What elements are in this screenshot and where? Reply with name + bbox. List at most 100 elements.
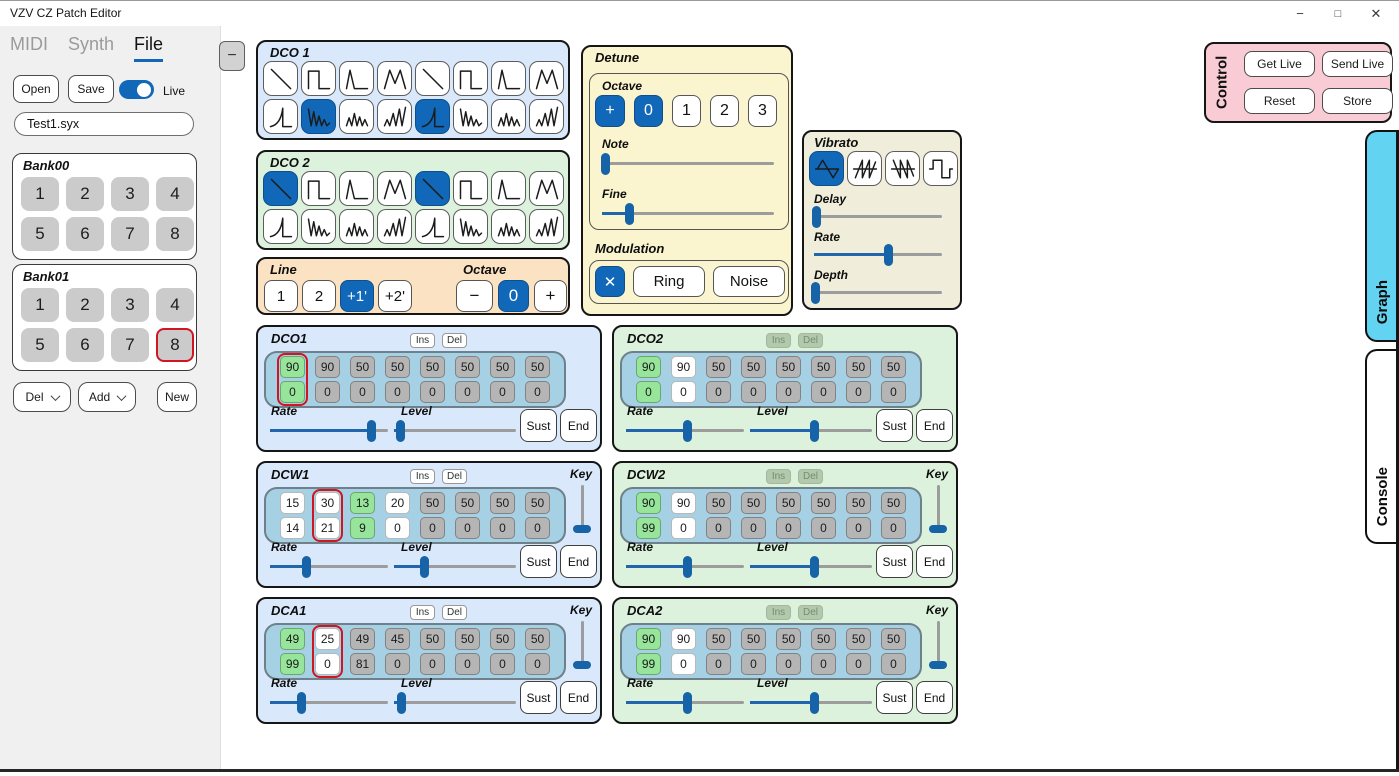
dco1-env-step5-bottom-cell[interactable]: 0	[420, 381, 445, 403]
filename-input[interactable]: Test1.syx	[14, 112, 194, 136]
dcw1-env-level-slider-track[interactable]	[394, 565, 516, 568]
vibrato-wave-3-button[interactable]	[885, 151, 920, 186]
octave-plus-button[interactable]: +	[534, 280, 567, 312]
dco1-wave-2-button[interactable]	[301, 61, 336, 96]
dco2-env-end-button[interactable]: End	[916, 409, 953, 442]
dcw1-env-step5-bottom-cell[interactable]: 0	[420, 517, 445, 539]
dco1-env-step8-bottom-cell[interactable]: 0	[525, 381, 550, 403]
detune-octave-plus-button[interactable]: +	[595, 95, 625, 127]
dca2-env-step6-bottom-cell[interactable]: 0	[811, 653, 836, 675]
close-icon[interactable]: ✕	[1370, 5, 1382, 21]
dcw2-env-key-slider-thumb[interactable]	[929, 525, 947, 533]
dco2-env-rate-slider-thumb[interactable]	[682, 420, 692, 442]
tab-file[interactable]: File	[134, 34, 164, 62]
dcw2-env-step2-bottom-cell[interactable]: 0	[671, 517, 696, 539]
dco2-wave-8-button[interactable]	[529, 171, 564, 206]
dcw1-env-step7-top-cell[interactable]: 50	[490, 492, 515, 514]
dcw2-env-rate-slider-thumb[interactable]	[682, 556, 692, 578]
dca1-env-ins-button[interactable]: Ins	[410, 605, 435, 620]
dco2-wave-5-button[interactable]	[415, 171, 450, 206]
dca1-env-step5-top-cell[interactable]: 50	[420, 628, 445, 650]
vibrato-wave-2-button[interactable]	[847, 151, 882, 186]
dco1-wave-12-button[interactable]	[377, 99, 412, 134]
dcw1-env-step7-bottom-cell[interactable]: 0	[490, 517, 515, 539]
detune-octave-2-button[interactable]: 2	[710, 95, 739, 127]
dcw2-env-step5-top-cell[interactable]: 50	[776, 492, 801, 514]
dco1-wave-5-button[interactable]	[415, 61, 450, 96]
dca2-env-step7-bottom-cell[interactable]: 0	[846, 653, 871, 675]
dco2-wave-16-button[interactable]	[529, 209, 564, 244]
get-live-button[interactable]: Get Live	[1244, 51, 1315, 77]
dcw1-env-rate-slider-thumb[interactable]	[302, 556, 312, 578]
dco1-wave-10-button[interactable]	[301, 99, 336, 134]
dca1-env-end-button[interactable]: End	[560, 681, 597, 714]
detune-octave-0-button[interactable]: 0	[634, 95, 663, 127]
dcw2-env-step6-bottom-cell[interactable]: 0	[811, 517, 836, 539]
dca2-env-step5-bottom-cell[interactable]: 0	[776, 653, 801, 675]
dca1-env-step7-top-cell[interactable]: 50	[490, 628, 515, 650]
dca2-env-step3-bottom-cell[interactable]: 0	[706, 653, 731, 675]
dcw1-env-step2-top-cell[interactable]: 30	[315, 492, 340, 514]
dco1-env-step1-top-cell[interactable]: 90	[280, 356, 305, 378]
dcw2-env-step8-top-cell[interactable]: 50	[881, 492, 906, 514]
dca1-env-step2-bottom-cell[interactable]: 0	[315, 653, 340, 675]
dco1-env-step6-top-cell[interactable]: 50	[455, 356, 480, 378]
dco2-env-step3-bottom-cell[interactable]: 0	[706, 381, 731, 403]
dcw1-env-step6-top-cell[interactable]: 50	[455, 492, 480, 514]
tab-graph[interactable]: Graph	[1365, 130, 1397, 342]
dco1-env-del-button[interactable]: Del	[442, 333, 467, 348]
dcw1-env-key-slider-thumb[interactable]	[573, 525, 591, 533]
tab-midi[interactable]: MIDI	[10, 34, 48, 54]
dco2-wave-3-button[interactable]	[339, 171, 374, 206]
del-dropdown[interactable]: Del	[13, 382, 71, 412]
dco1-wave-13-button[interactable]	[415, 99, 450, 134]
line-2-button[interactable]: +2'	[378, 280, 412, 312]
dcw2-env-step1-top-cell[interactable]: 90	[636, 492, 661, 514]
dco2-env-step5-top-cell[interactable]: 50	[776, 356, 801, 378]
dcw2-env-step2-top-cell[interactable]: 90	[671, 492, 696, 514]
dcw2-env-step4-bottom-cell[interactable]: 0	[741, 517, 766, 539]
dco2-env-step6-top-cell[interactable]: 50	[811, 356, 836, 378]
dco2-env-step5-bottom-cell[interactable]: 0	[776, 381, 801, 403]
dcw1-env-step8-top-cell[interactable]: 50	[525, 492, 550, 514]
dcw1-env-ins-button[interactable]: Ins	[410, 469, 435, 484]
dco1-wave-3-button[interactable]	[339, 61, 374, 96]
dca2-env-key-slider-track[interactable]	[936, 621, 940, 669]
dco2-env-step2-top-cell[interactable]: 90	[671, 356, 696, 378]
dca1-env-rate-slider-thumb[interactable]	[297, 692, 307, 714]
dco1-env-step7-bottom-cell[interactable]: 0	[490, 381, 515, 403]
dca1-env-step6-bottom-cell[interactable]: 0	[455, 653, 480, 675]
note-slider-track[interactable]	[602, 162, 774, 165]
line-1-button[interactable]: 1	[264, 280, 298, 312]
dcw2-env-step1-bottom-cell[interactable]: 99	[636, 517, 661, 539]
reset-button[interactable]: Reset	[1244, 88, 1315, 114]
dca2-env-rate-slider-thumb[interactable]	[682, 692, 692, 714]
vibrato-delay-slider-track[interactable]	[814, 215, 942, 218]
dco1-env-rate-slider-thumb[interactable]	[366, 420, 376, 442]
dco2-env-sust-button[interactable]: Sust	[876, 409, 913, 442]
dca2-env-step1-bottom-cell[interactable]: 99	[636, 653, 661, 675]
dco1-env-step8-top-cell[interactable]: 50	[525, 356, 550, 378]
dca1-env-step1-bottom-cell[interactable]: 99	[280, 653, 305, 675]
dco1-env-end-button[interactable]: End	[560, 409, 597, 442]
bank-bank01-patch-6-button[interactable]: 6	[66, 328, 104, 362]
dco1-wave-9-button[interactable]	[263, 99, 298, 134]
bank-bank00-patch-7-button[interactable]: 7	[111, 217, 149, 251]
dco1-env-level-slider-thumb[interactable]	[395, 420, 405, 442]
bank-bank01-patch-1-button[interactable]: 1	[21, 288, 59, 322]
dco1-env-step7-top-cell[interactable]: 50	[490, 356, 515, 378]
dcw2-env-step7-top-cell[interactable]: 50	[846, 492, 871, 514]
